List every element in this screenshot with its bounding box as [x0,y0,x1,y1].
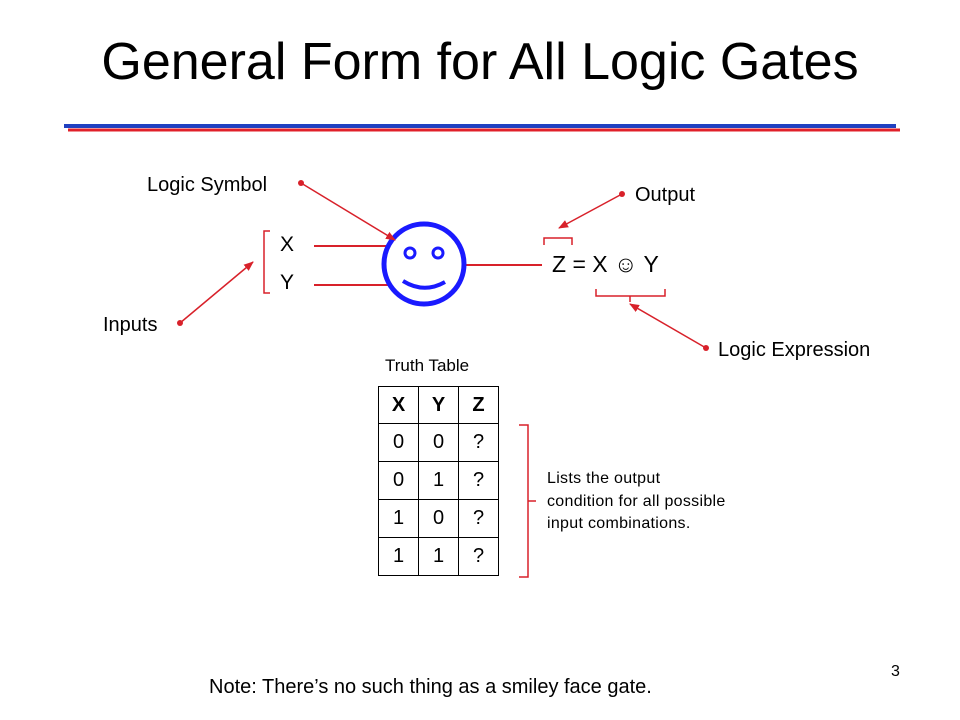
logic-expression-label: Logic Expression [718,339,871,361]
input-x-label: X [280,233,295,256]
expression-bracket [595,289,666,302]
table-row: 1 1 ? [378,537,499,576]
truth-table: X Y Z 0 0 ? 0 1 ? 1 0 ? 1 1 ? [378,386,499,576]
logic-symbol-arrow [298,180,396,241]
cell-z: ? [458,461,499,500]
header-x: X [378,386,419,424]
footer-note: Note: There’s no such thing as a smiley … [209,676,652,698]
output-label: Output [635,184,696,206]
table-row: 0 1 ? [378,461,499,500]
smiley-gate-symbol [381,221,467,307]
logic-expression: Z = X ☺ Y [552,251,659,277]
cell-y: 0 [418,499,459,538]
title-underline [64,124,900,132]
slide-title: General Form for All Logic Gates [101,33,859,91]
cell-z: ? [458,499,499,538]
output-arrow [558,191,625,229]
output-bracket [543,237,573,245]
header-z: Z [458,386,499,424]
logic-symbol-label: Logic Symbol [147,174,268,196]
inputs-bracket [263,230,270,294]
truth-table-title: Truth Table [385,356,470,375]
input-y-label: Y [280,271,295,294]
table-row: 0 0 ? [378,423,499,462]
truth-table-bracket [519,424,536,578]
truth-table-description: Lists the output condition for all possi… [547,470,726,532]
cell-x: 1 [378,499,419,538]
cell-x: 0 [378,461,419,500]
page-number: 3 [891,663,900,680]
truth-table-header-row: X Y Z [378,386,499,424]
cell-y: 0 [418,423,459,462]
cell-y: 1 [418,537,459,576]
cell-x: 0 [378,423,419,462]
header-y: Y [418,386,459,424]
cell-x: 1 [378,537,419,576]
cell-y: 1 [418,461,459,500]
inputs-arrow [177,261,254,326]
cell-z: ? [458,423,499,462]
logic-expression-arrow [629,303,709,351]
table-row: 1 0 ? [378,499,499,538]
cell-z: ? [458,537,499,576]
inputs-label: Inputs [103,314,158,336]
